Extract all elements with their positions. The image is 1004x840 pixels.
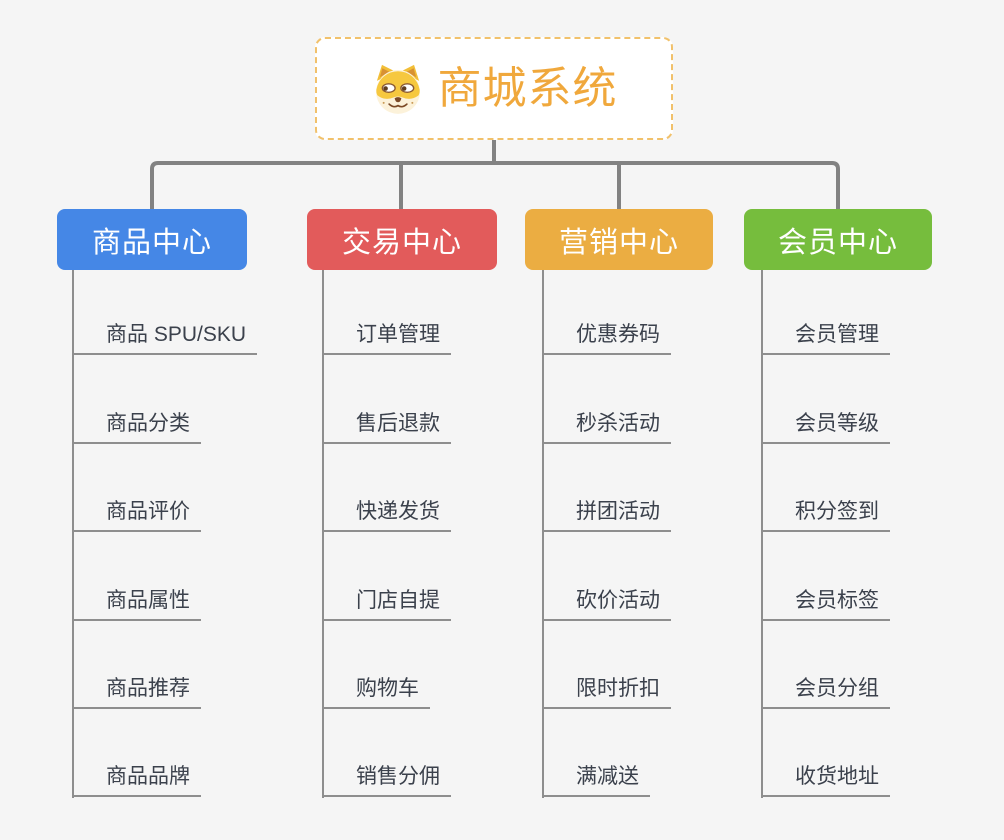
branch-items: 订单管理售后退款快递发货门店自提购物车销售分佣 xyxy=(322,267,451,798)
branch-head[interactable]: 商品中心 xyxy=(57,209,247,270)
root-title: 商城系统 xyxy=(437,63,618,113)
mindmap-node[interactable]: 限时折扣 xyxy=(542,621,671,709)
mindmap-node[interactable]: 满减送 xyxy=(542,709,650,798)
mindmap-node[interactable]: 快递发货 xyxy=(322,444,451,533)
mindmap-node[interactable]: 门店自提 xyxy=(322,532,451,621)
branch-head[interactable]: 交易中心 xyxy=(307,209,497,270)
mindmap-node[interactable]: 秒杀活动 xyxy=(542,355,671,444)
mindmap-node[interactable]: 会员分组 xyxy=(761,621,890,709)
mindmap-node[interactable]: 拼团活动 xyxy=(542,444,671,533)
branch-head[interactable]: 会员中心 xyxy=(744,209,932,270)
mindmap-node[interactable]: 购物车 xyxy=(322,621,430,709)
branch-head[interactable]: 营销中心 xyxy=(525,209,713,270)
mindmap-node[interactable]: 积分签到 xyxy=(761,444,890,533)
dog-icon xyxy=(375,64,420,114)
mindmap-node[interactable]: 售后退款 xyxy=(322,355,451,444)
mindmap-node[interactable]: 商品评价 xyxy=(72,444,201,533)
mindmap-node[interactable]: 会员等级 xyxy=(761,355,890,444)
mindmap-node[interactable]: 优惠券码 xyxy=(542,267,671,356)
mindmap-node[interactable]: 商品分类 xyxy=(72,355,201,444)
mindmap-node[interactable]: 商品属性 xyxy=(72,532,201,621)
mindmap-node[interactable]: 会员管理 xyxy=(761,267,890,356)
branch-items: 优惠券码秒杀活动拼团活动砍价活动限时折扣满减送 xyxy=(542,267,671,798)
mindmap-node[interactable]: 订单管理 xyxy=(322,267,451,356)
branch-items: 会员管理会员等级积分签到会员标签会员分组收货地址 xyxy=(761,267,890,798)
root-node[interactable]: 商城系统 xyxy=(315,37,673,140)
mindmap-node[interactable]: 会员标签 xyxy=(761,532,890,621)
mindmap-node[interactable]: 商品品牌 xyxy=(72,709,201,798)
mindmap-node[interactable]: 收货地址 xyxy=(761,709,890,798)
mindmap-node[interactable]: 商品 SPU/SKU xyxy=(72,267,258,356)
mindmap-node[interactable]: 砍价活动 xyxy=(542,532,671,621)
mindmap-node[interactable]: 商品推荐 xyxy=(72,621,201,709)
mindmap-node[interactable]: 销售分佣 xyxy=(322,709,451,798)
